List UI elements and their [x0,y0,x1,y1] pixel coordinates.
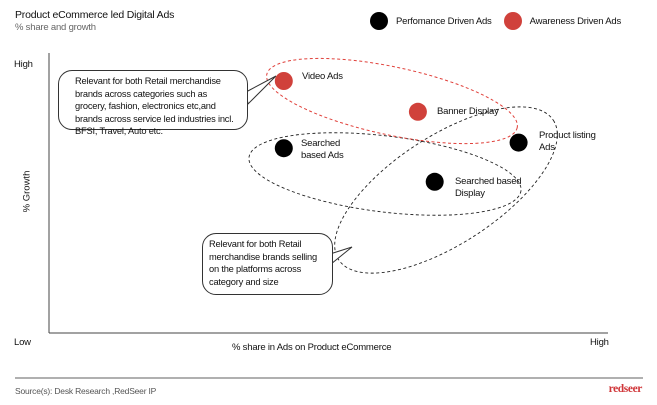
point-label-searched-based-display: Searched based Display [455,176,522,199]
data-point-banner-display [408,102,427,121]
y-axis-high-label: High [14,59,33,70]
brand-logo: redseer [608,383,643,395]
legend-label-performance: Perfomance Driven Ads [396,15,492,27]
chart-title: Product eCommerce led Digital Ads [15,9,175,21]
point-label-video-ads: Video Ads [302,71,343,82]
legend-item-performance: Perfomance Driven Ads [370,12,492,30]
point-label-product-listing-ads: Product listing Ads [539,130,596,153]
grouping-ellipse-search [248,132,522,216]
callout-bottom-pointer [329,246,353,265]
data-point-video-ads [274,72,293,90]
point-label-searched-based-ads: Searched based Ads [301,138,344,161]
grouping-ellipse-retail [334,106,558,274]
legend: Perfomance Driven Ads Awareness Driven A… [370,12,633,30]
data-point-searched-based-ads [274,139,293,158]
callout-top-pointer [245,75,277,106]
chart-subtitle: % share and growth [15,22,96,33]
footer-divider [15,377,643,379]
source-note: Source(s): Desk Research ,RedSeer IP [15,386,157,396]
points-layer [274,72,528,191]
x-axis-high-label: High [590,337,609,348]
callout-bottom: Relevant for both Retail merchandise bra… [202,233,333,295]
y-axis-low-label: Low [14,337,31,348]
point-label-banner-display: Banner Display [437,106,499,117]
data-point-searched-based-display [425,172,444,191]
grouping-ellipse-awareness [266,57,518,145]
legend-swatch-awareness [503,12,522,30]
legend-item-awareness: Awareness Driven Ads [503,12,622,30]
y-axis-title: % Growth [21,170,33,213]
x-axis-title: % share in Ads on Product eCommerce [232,342,392,353]
legend-label-awareness: Awareness Driven Ads [529,15,622,27]
data-point-product-listing-ads [509,133,528,152]
callout-top: Relevant for both Retail merchandise bra… [58,70,248,136]
legend-swatch-performance [370,12,388,30]
